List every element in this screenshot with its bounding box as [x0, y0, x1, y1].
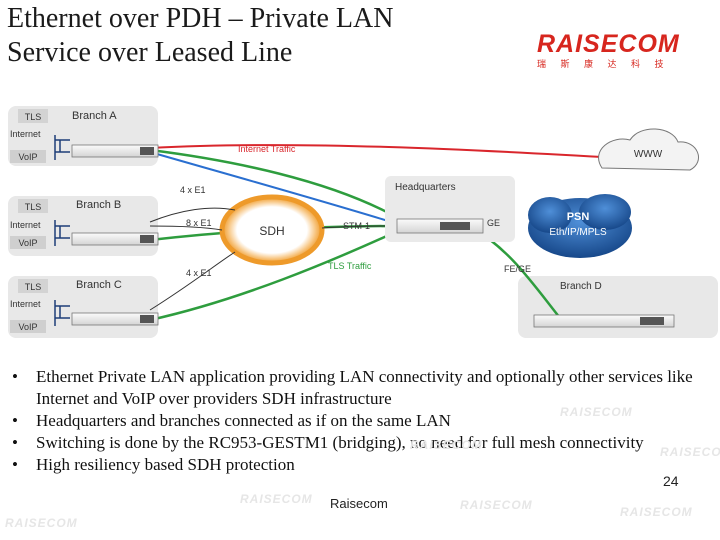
branch-b-lan-connector — [54, 220, 70, 246]
tls-traffic-line-c — [149, 228, 401, 322]
ge-label: GE — [487, 218, 500, 228]
branch-b-name: Branch B — [76, 199, 121, 211]
link-b-label: 8 x E1 — [186, 218, 212, 228]
branch-c-tls-box — [18, 279, 48, 293]
internet-traffic-line — [149, 144, 621, 159]
branch-c-tls-label: TLS — [25, 282, 42, 292]
bullet-list: Ethernet Private LAN application providi… — [12, 366, 720, 476]
link-c-label: 4 x E1 — [186, 268, 212, 278]
branch-d-name: Branch D — [560, 281, 602, 292]
branch-c-name: Branch C — [76, 279, 122, 291]
footer-company: Raisecom — [330, 496, 388, 511]
e1-links — [149, 207, 397, 311]
www-cloud — [598, 128, 700, 171]
branch-a-voip-label: VoIP — [18, 152, 37, 162]
watermark-logo: RAISECOM — [660, 445, 720, 459]
branch-c-device — [71, 312, 159, 326]
link-a-label: 4 x E1 — [180, 185, 206, 195]
branch-b-voip-box — [10, 236, 46, 249]
branch-b-voip-label: VoIP — [18, 238, 37, 248]
stm1-label: STM-1 — [343, 221, 370, 231]
watermark-logo: RAISECOM — [410, 438, 483, 452]
psn-label-line2: Eth/IP/MPLS — [549, 227, 607, 238]
branch-b-tls-box — [18, 199, 48, 213]
psn-label-line1: PSN — [567, 211, 590, 223]
bullet-item: High resiliency based SDH protection — [12, 454, 720, 476]
branch-c-internet-label: Internet — [10, 299, 41, 309]
psn-cloud — [528, 194, 632, 258]
tls-traffic-label: TLS Traffic — [328, 261, 372, 271]
watermark-logo: RAISECOM — [460, 498, 533, 512]
raisecom-logo: RAISECOM 瑞 斯 康 达 科 技 — [537, 30, 687, 74]
internet-traffic-label: Internet Traffic — [238, 144, 296, 154]
title-line-1: Ethernet over PDH – Private LAN — [7, 3, 394, 34]
logo-wordmark: RAISECOM — [537, 30, 680, 58]
page-number: 24 — [663, 473, 679, 489]
logo-chinese-text: 瑞 斯 康 达 科 技 — [537, 59, 670, 69]
bullet-item: Switching is done by the RC953-GESTM1 (b… — [12, 432, 720, 454]
branch-d-device — [533, 314, 675, 328]
www-label: WWW — [634, 149, 663, 160]
watermark-logo: RAISECOM — [240, 492, 313, 506]
branch-a-name: Branch A — [72, 110, 117, 122]
slide-title: Ethernet over PDH – Private LAN Service … — [7, 2, 507, 70]
bullet-item: Ethernet Private LAN application providi… — [12, 366, 720, 410]
branch-a-internet-label: Internet — [10, 129, 41, 139]
bullet-item: Headquarters and branches connected as i… — [12, 410, 720, 432]
branch-a-lan-connector — [54, 135, 70, 160]
branch-c-lan-connector — [54, 300, 70, 326]
branch-c-voip-box — [10, 320, 46, 333]
title-line-2: Service over Leased Line — [7, 37, 293, 68]
watermark-logo: RAISECOM — [620, 505, 693, 519]
headquarters-label: Headquarters — [395, 182, 456, 193]
sdh-label: SDH — [259, 224, 284, 238]
fe-ge-label: FE/GE — [504, 264, 531, 274]
headquarters-device — [396, 218, 484, 234]
tls-traffic-line-a — [149, 148, 399, 220]
branch-b-internet-label: Internet — [10, 220, 41, 230]
branch-a-device — [71, 144, 159, 158]
watermark-logo: RAISECOM — [5, 516, 78, 530]
branch-c-voip-label: VoIP — [18, 322, 37, 332]
branch-a-voip-box — [10, 150, 46, 163]
branch-a-tls-label: TLS — [25, 112, 42, 122]
watermark-logo: RAISECOM — [560, 405, 633, 419]
branch-a-tls-box — [18, 109, 48, 123]
voip-traffic-line — [149, 151, 399, 225]
branch-b-device — [71, 232, 159, 246]
network-diagram: TLS TLS TLS Branch A Branch B Branch C B… — [8, 106, 718, 338]
branch-d-panel — [518, 276, 718, 338]
branch-b-tls-label: TLS — [25, 202, 42, 212]
